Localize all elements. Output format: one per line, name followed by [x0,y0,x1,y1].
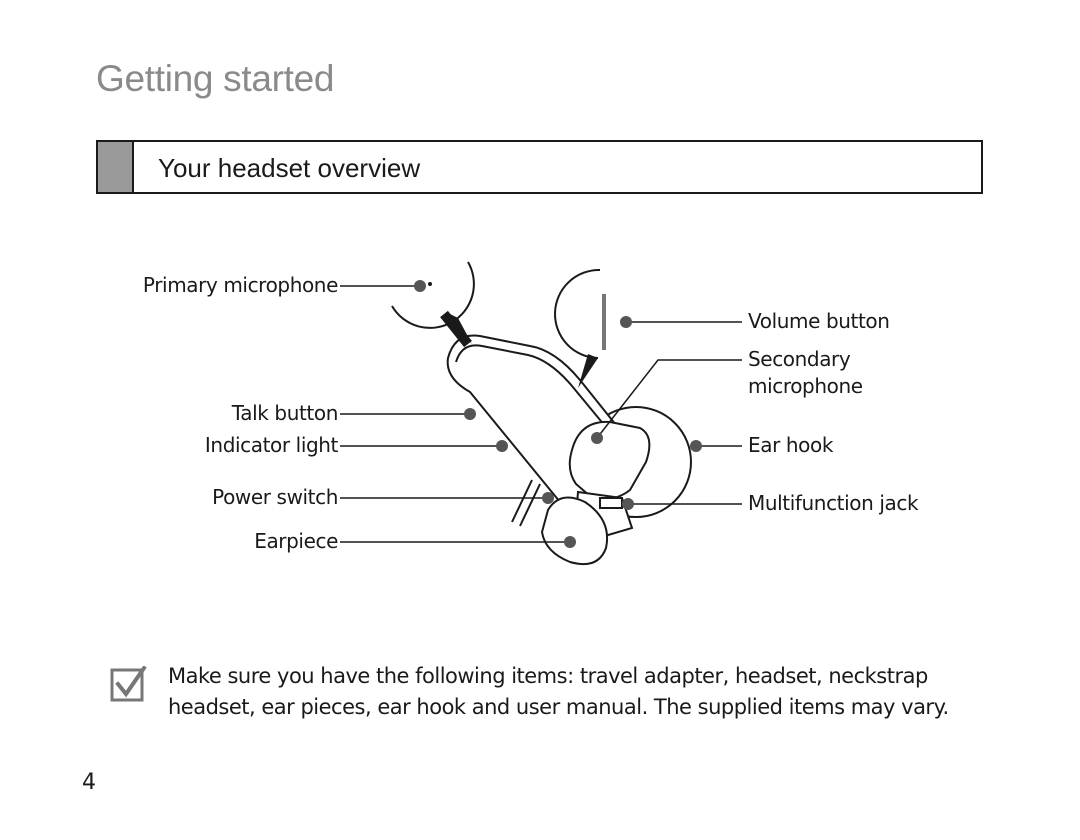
headset-illustration [340,261,742,566]
volume-button-dot [620,316,632,328]
ear-hook-dot [690,440,702,452]
note-text: Make sure you have the following items: … [168,664,949,719]
headset-diagram: Primary microphone Talk button Indicator… [0,240,1080,600]
section-heading: Your headset overview [158,153,421,183]
label-secondary-microphone-2: microphone [748,374,863,398]
page-title: Getting started [96,58,335,99]
label-secondary-microphone-1: Secondary [748,347,851,371]
headset-end-cap [568,420,651,500]
volume-pointer [578,354,598,388]
talk-button-dot [464,408,476,420]
earpiece-shape [540,496,608,566]
earpiece-dot [564,536,576,548]
label-power-switch: Power switch [212,485,338,509]
section-header: Your headset overview [96,140,983,194]
page-number: 4 [82,770,96,795]
volume-zoom-circle [554,268,601,359]
section-tab-marker [98,142,134,192]
checkmark-icon [110,666,147,702]
label-indicator-light: Indicator light [204,433,338,457]
label-talk-button: Talk button [231,401,339,425]
indicator-light-dot [496,440,508,452]
power-switch-dot [542,492,554,504]
primary-mic-dot [414,280,426,292]
label-multifunction-jack: Multifunction jack [748,491,919,515]
label-primary-microphone: Primary microphone [142,273,338,297]
label-ear-hook: Ear hook [748,433,834,457]
label-earpiece: Earpiece [254,529,338,553]
secondary-mic-dot [591,432,603,444]
multifunction-jack-dot [622,498,634,510]
primary-mic-zoom-circle [391,261,475,329]
label-volume-button: Volume button [748,309,890,333]
